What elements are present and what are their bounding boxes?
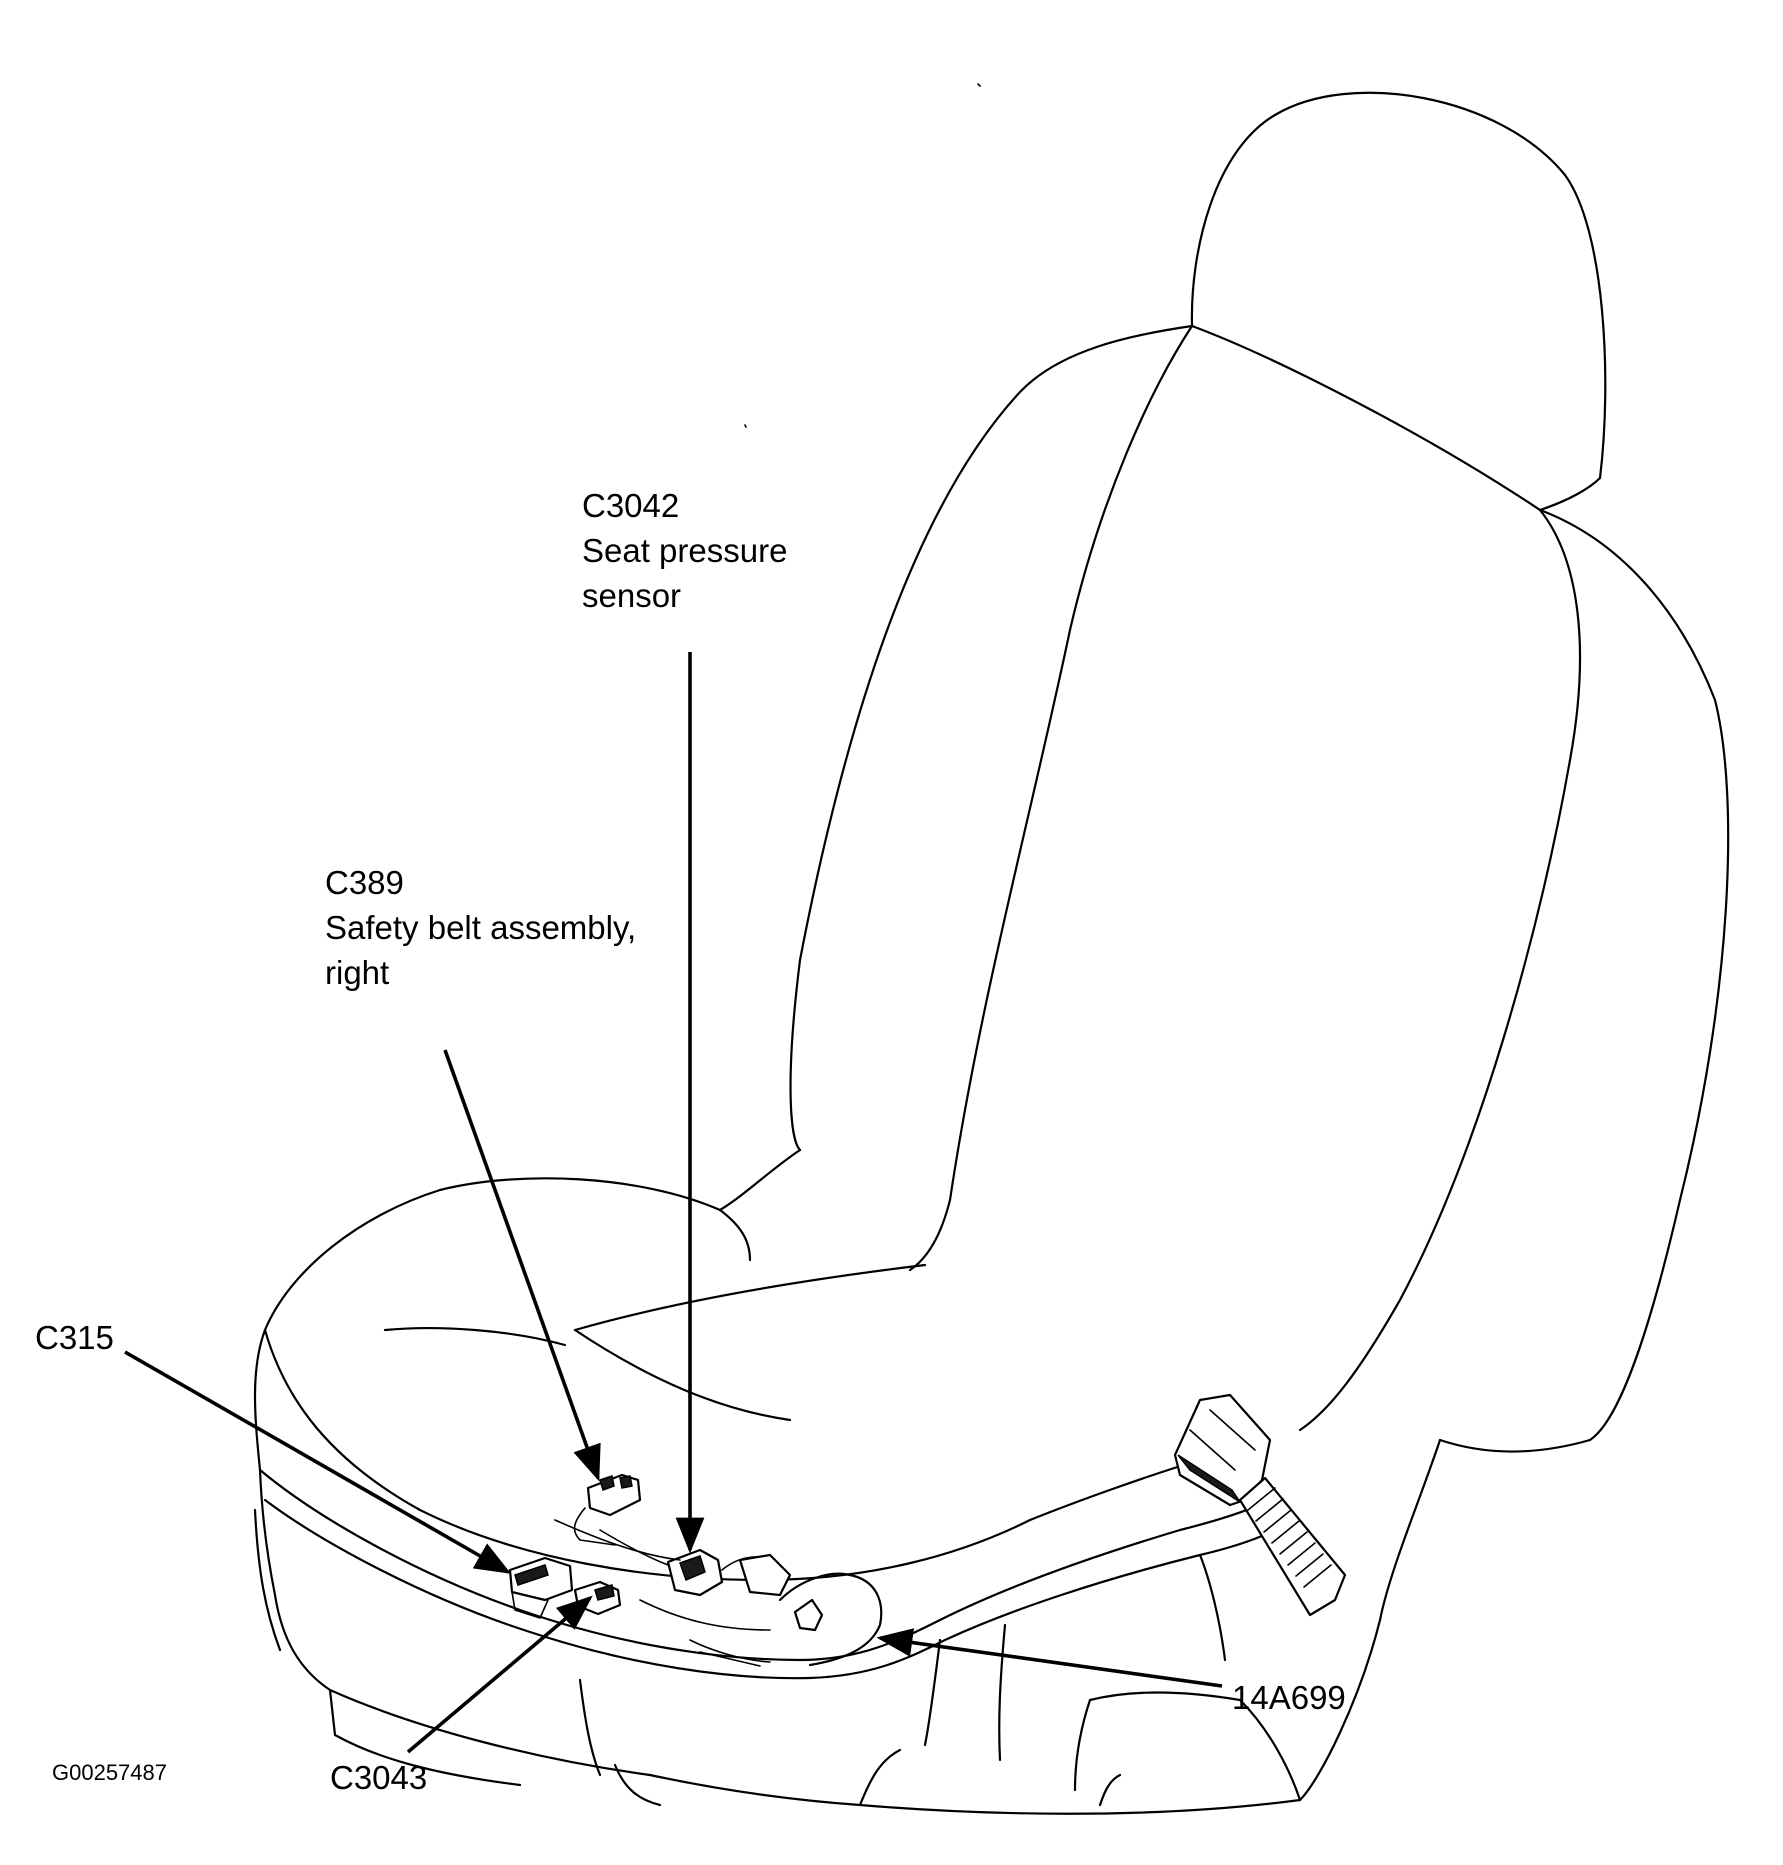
callout-c389-line2: right [325, 954, 390, 991]
callout-c315-code: C315 [35, 1319, 114, 1356]
callout-c389-line1: Safety belt assembly, [325, 909, 637, 946]
figure-id: G00257487 [52, 1760, 167, 1785]
connector-c3042 [599, 1529, 792, 1597]
seat-outline [253, 83, 1730, 1815]
callout-c3042-code: C3042 [582, 487, 680, 524]
callout-c3042-line1: Seat pressure [582, 532, 788, 569]
callout-14a699-code: 14A699 [1232, 1679, 1346, 1716]
callout-c389: C389 Safety belt assembly, right [325, 860, 636, 995]
callout-c3042: C3042 Seat pressure sensor [582, 483, 787, 618]
leader-c3043 [406, 1595, 593, 1754]
connector-c389 [573, 1473, 642, 1546]
connector-c315 [508, 1556, 574, 1619]
connector-c3043 [573, 1580, 622, 1616]
leader-lines [124, 652, 1223, 1754]
wiring-harness-14a699 [554, 1519, 824, 1667]
callout-c315: C315 [35, 1315, 114, 1360]
callout-c3043: C3043 [330, 1755, 427, 1800]
callout-c3043-code: C3043 [330, 1759, 428, 1796]
callout-c389-code: C389 [325, 864, 404, 901]
safety-belt-buckle [1173, 1393, 1347, 1617]
leader-c315 [124, 1350, 512, 1574]
callout-c3042-line2: sensor [582, 577, 682, 614]
callout-14a699: 14A699 [1232, 1675, 1346, 1720]
leader-14a699 [876, 1628, 1223, 1688]
leader-c389 [443, 1049, 601, 1482]
